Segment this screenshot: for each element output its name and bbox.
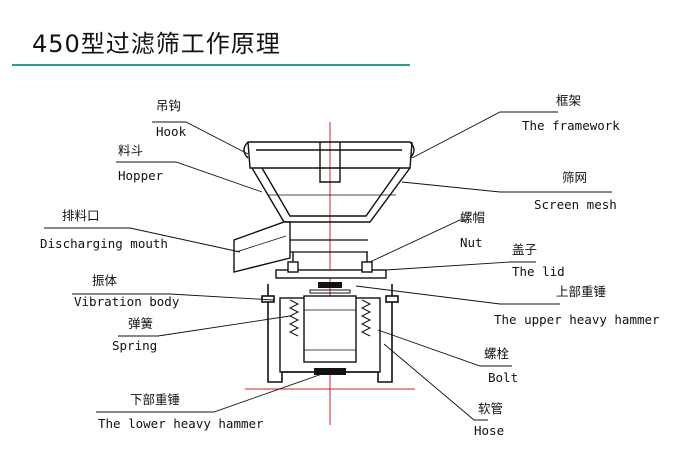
label-hopper-en: Hopper: [118, 168, 164, 183]
label-screen-cn: 筛网: [562, 170, 587, 185]
label-nut-en: Nut: [460, 235, 483, 250]
lid-plate: [275, 252, 387, 279]
spring-right: [360, 299, 372, 337]
label-hook-en: Hook: [156, 124, 187, 139]
leader-lines: [44, 111, 612, 421]
label-framework-en: The framework: [522, 118, 620, 133]
discharging-spout: [233, 221, 291, 273]
upper-hammer: [309, 282, 351, 294]
label-upper-cn: 上部重锤: [556, 284, 606, 299]
spring-left: [288, 299, 300, 337]
label-spring-cn: 弹簧: [128, 316, 153, 331]
label-vibration-en: Vibration body: [74, 294, 180, 309]
label-upper-en: The upper heavy hammer: [494, 312, 660, 327]
page-title: 450型过滤筛工作原理: [32, 30, 281, 58]
label-screen-en: Screen mesh: [534, 197, 617, 212]
label-spring-en: Spring: [112, 338, 157, 353]
framework-shell: [243, 141, 415, 183]
label-hopper-cn: 料斗: [118, 143, 143, 158]
lower-hammer: [314, 368, 346, 375]
hopper-cone: [251, 167, 411, 223]
label-nut-cn: 螺帽: [460, 210, 485, 225]
label-framework-cn: 框架: [556, 93, 581, 108]
label-discharge-cn: 排料口: [62, 208, 100, 223]
label-lower-cn: 下部重锤: [130, 392, 180, 407]
label-vibration-cn: 振体: [92, 273, 118, 288]
label-lid-cn: 盖子: [512, 242, 537, 257]
label-lid-en: The lid: [512, 264, 565, 279]
title-underline: [12, 64, 410, 66]
label-bolt-en: Bolt: [488, 370, 518, 385]
label-discharge-en: Discharging mouth: [40, 236, 168, 251]
label-hose-cn: 软管: [478, 401, 503, 416]
label-hook-cn: 吊钩: [156, 98, 181, 113]
label-bolt-cn: 螺栓: [484, 346, 510, 361]
label-hose-en: Hose: [474, 423, 504, 438]
label-lower-en: The lower heavy hammer: [98, 416, 264, 431]
